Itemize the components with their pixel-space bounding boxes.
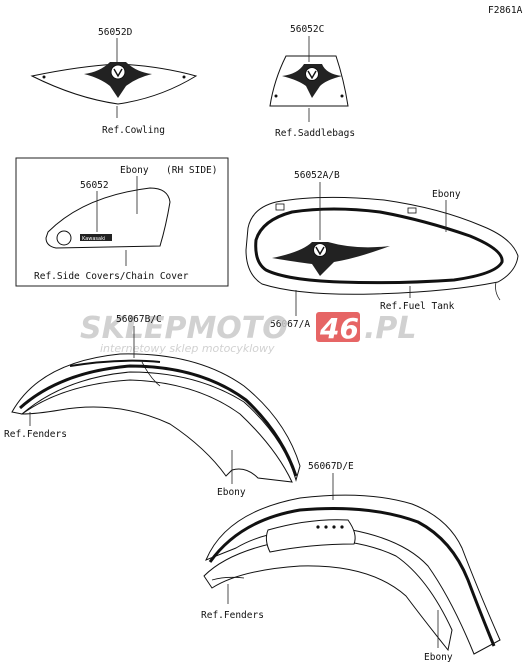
side-cover-decal: Kawasaki [45,187,171,249]
saddlebag-decal [269,55,349,107]
ebony-rear-label: Ebony [424,652,453,663]
ref-fenders-front-label: Ref.Fenders [4,429,67,440]
watermark-brand-left: SKLEPMOTO [80,311,288,346]
part-number-56052C: 56052C [290,24,324,35]
ref-fuel-tank-label: Ref.Fuel Tank [380,301,455,312]
figure-code: F2861A [488,5,523,16]
watermark-brand-right: .PL [364,311,417,346]
ebony-tank-label: Ebony [432,189,461,200]
part-number-56067DE: 56067D/E [308,461,354,472]
rear-fender [203,494,501,655]
part-number-56052D: 56052D [98,27,133,38]
watermark-brand-number: 46 [319,312,359,345]
part-number-56067A: 56067/A [270,319,310,330]
rh-side-label: (RH SIDE) [166,165,217,176]
watermark: SKLEPMOTO 46 .PL internetowy sklep motoc… [80,311,417,355]
ref-cowling-label: Ref.Cowling [102,125,165,136]
front-fender [11,353,301,483]
part-number-56052AB: 56052A/B [294,170,340,181]
watermark-tagline: internetowy sklep motocyklowy [100,342,275,355]
ref-side-covers-label: Ref.Side Covers/Chain Cover [34,271,189,282]
part-number-56052: 56052 [80,180,109,191]
ref-fenders-rear-label: Ref.Fenders [201,610,264,621]
ebony-front-label: Ebony [217,487,246,498]
cowling-decal [30,62,198,105]
part-number-56067BC: 56067B/C [116,314,162,325]
side-cover-frame [15,157,229,287]
fuel-tank [245,196,519,301]
kawasaki-emblem: Kawasaki [82,236,105,242]
ebony-side-label: Ebony [120,165,149,176]
ref-saddlebags-label: Ref.Saddlebags [275,128,355,139]
